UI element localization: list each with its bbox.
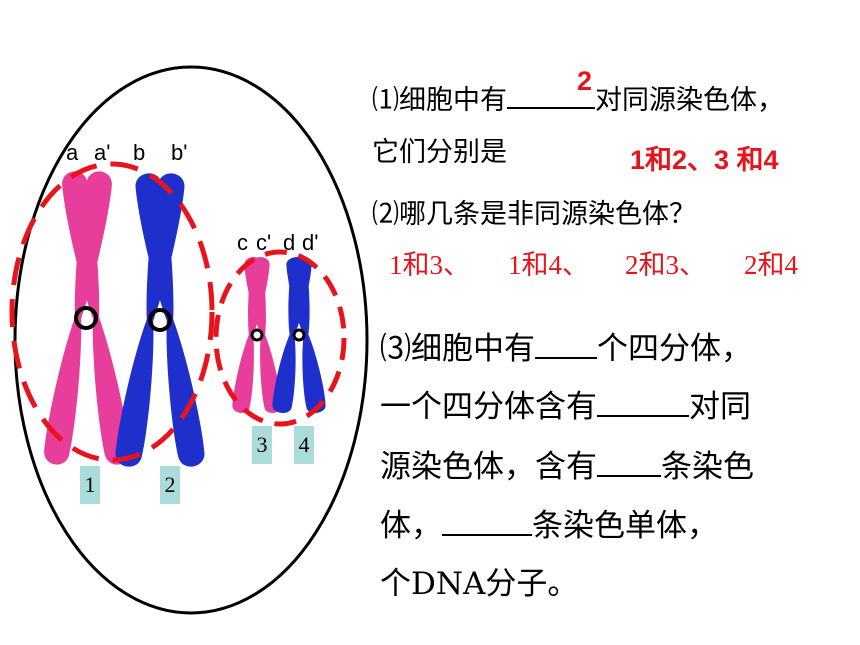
chromosome-1 bbox=[41, 169, 133, 467]
q3-line4: 体， 条染色单体， bbox=[380, 500, 718, 545]
q3-l4a: 体， bbox=[380, 508, 442, 544]
label-d: d bbox=[283, 230, 295, 255]
label-d-prime: d' bbox=[302, 230, 318, 255]
label-c: c bbox=[237, 230, 248, 255]
chromosome-2 bbox=[113, 171, 207, 469]
chromosome-number-2: 2 bbox=[160, 466, 180, 504]
centromere-4 bbox=[292, 328, 306, 342]
centromere-1 bbox=[74, 306, 98, 330]
q3-l1a: ⑶细胞中有 bbox=[380, 331, 535, 367]
q1-blank bbox=[507, 106, 595, 109]
q3-blank-2 bbox=[597, 414, 689, 417]
centromere-3 bbox=[250, 328, 264, 342]
q3-l2a: 一个四分体含有 bbox=[380, 389, 597, 425]
q3-l1b: 个四分体， bbox=[597, 331, 752, 367]
q3-blank-4 bbox=[442, 533, 532, 536]
q3-l4b: 条染色单体， bbox=[532, 508, 718, 544]
chromosome-4 bbox=[271, 255, 327, 415]
q3-blank-1 bbox=[535, 356, 597, 359]
q3-line5: 个DNA分子。 bbox=[380, 566, 579, 602]
q3-l3a: 源染色体，含有 bbox=[380, 449, 597, 485]
label-a-prime: a' bbox=[94, 140, 110, 165]
q1-answer2: 1和2、3 和4 bbox=[630, 145, 779, 175]
q1-answer: 2 bbox=[577, 66, 593, 96]
tetrad-outline-large bbox=[9, 161, 215, 463]
q3-l3b: 条染色 bbox=[661, 449, 754, 485]
chromosome-number-3: 3 bbox=[252, 426, 272, 464]
q3-line1: ⑶细胞中有 个四分体， bbox=[380, 323, 752, 368]
q3-blank-3 bbox=[597, 474, 661, 477]
q2-text: ⑵哪几条是非同源染色体？ bbox=[372, 199, 696, 230]
cell-outline bbox=[13, 65, 369, 615]
centromere-2 bbox=[148, 308, 172, 332]
chromosome-number-4: 4 bbox=[294, 426, 314, 464]
chromosome-number-1: 1 bbox=[80, 466, 100, 504]
q1-line1: ⑴细胞中有 对同源染色体， bbox=[372, 78, 784, 117]
q3-line2: 一个四分体含有 对同 bbox=[380, 381, 751, 426]
q2-answer-1: 1和3、 bbox=[389, 250, 470, 280]
q2-answer-4: 2和4 bbox=[744, 250, 798, 280]
label-a: a bbox=[66, 140, 79, 165]
q1-prefix: ⑴细胞中有 bbox=[372, 85, 507, 116]
q2-answer-2: 1和4、 bbox=[508, 250, 589, 280]
q1-line2: 它们分别是 bbox=[372, 137, 507, 168]
tetrad-outline-small bbox=[213, 249, 347, 427]
label-b-prime: b' bbox=[171, 140, 187, 165]
q2-answer-3: 2和3、 bbox=[625, 250, 706, 280]
q3-line3: 源染色体，含有 条染色 bbox=[380, 441, 754, 486]
label-c-prime: c' bbox=[256, 230, 271, 255]
q1-suffix: 对同源染色体， bbox=[595, 85, 784, 116]
label-b: b bbox=[133, 140, 145, 165]
q3-l2b: 对同 bbox=[689, 389, 751, 425]
